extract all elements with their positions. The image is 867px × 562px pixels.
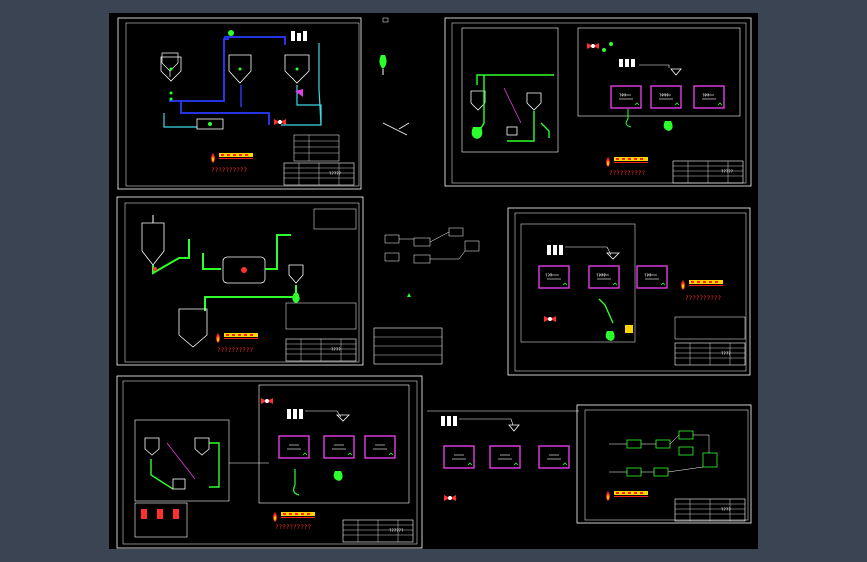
sheet-1[interactable]: ?????????? ????? bbox=[117, 17, 362, 190]
feed-tank-2 bbox=[228, 54, 252, 84]
reactor-1 bbox=[141, 222, 165, 266]
parts-list-3 bbox=[313, 208, 357, 230]
sheet-4-title: ???? bbox=[721, 351, 731, 356]
storage-silo bbox=[178, 308, 208, 348]
parts-list-1 bbox=[293, 134, 340, 162]
sheet-6-title: ???? bbox=[721, 507, 731, 512]
legend-blocks bbox=[373, 227, 480, 365]
svg-text:????: ???? bbox=[596, 273, 606, 278]
sheet-1-title: ????? bbox=[329, 171, 342, 176]
svg-text:???: ??? bbox=[702, 93, 710, 98]
stray-symbols bbox=[379, 17, 410, 136]
drawing-canvas[interactable]: ?????????? ????? ? bbox=[109, 13, 758, 549]
svg-text:???: ??? bbox=[644, 273, 652, 278]
sheet-4[interactable]: ??? ???? ??? ?????????? ???? bbox=[507, 207, 751, 376]
sheet-3-title: ???? bbox=[331, 347, 341, 352]
loose-diagram[interactable] bbox=[427, 410, 579, 501]
sheet-4-caption: ?????????? bbox=[685, 295, 722, 302]
svg-text:???: ??? bbox=[545, 273, 553, 278]
sheet-3-caption: ?????????? bbox=[217, 347, 254, 354]
sheet-1-caption: ?????????? bbox=[211, 167, 248, 174]
sheet-2[interactable]: ??? ???? ??? ?????????? ????? bbox=[444, 17, 752, 187]
cad-model-space[interactable]: ?????????? ????? ? bbox=[109, 13, 758, 549]
feed-tank-1 bbox=[160, 52, 182, 82]
sheet-3[interactable]: ?????????? ???? bbox=[116, 196, 364, 366]
sheet-2-caption: ?????????? bbox=[609, 170, 646, 177]
sheet-6[interactable]: ???? bbox=[576, 404, 752, 524]
sheet-2-title: ????? bbox=[721, 169, 734, 174]
svg-text:????: ???? bbox=[659, 93, 669, 98]
sheet-5-title: ?????? bbox=[389, 528, 404, 533]
feed-tank-3 bbox=[284, 54, 310, 84]
svg-text:???: ??? bbox=[619, 93, 627, 98]
sheet-5[interactable]: ?????????? ?????? bbox=[116, 375, 423, 549]
sheet-5-caption: ?????????? bbox=[275, 524, 312, 531]
heat-exchanger-1 bbox=[196, 118, 224, 130]
